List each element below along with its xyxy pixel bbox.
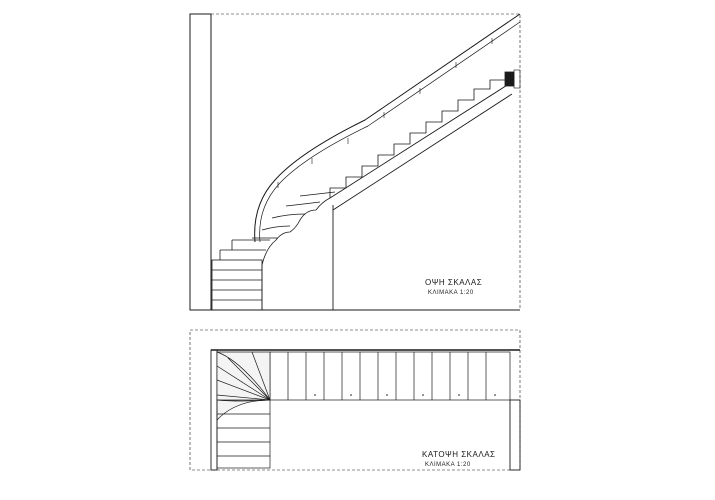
- stair-steps: [329, 79, 505, 198]
- elevation-scale: ΚΛΙΜΑΚΑ 1:20: [428, 290, 474, 296]
- plan-scale: ΚΛΙΜΑΚΑ 1:20: [425, 462, 471, 468]
- left-wall: [189, 13, 212, 311]
- plan-winders: [216, 351, 271, 421]
- plan-view: [189, 329, 521, 471]
- handrail-inner: [259, 21, 521, 243]
- elevation-dashed-outline: [211, 13, 521, 310]
- top-landing-block: [504, 71, 515, 87]
- plan-title: ΚΑΤΟΨΗ ΣΚΑΛΑΣ: [422, 450, 496, 459]
- elevation-view: [189, 13, 521, 311]
- plan-right-wall: [509, 399, 521, 471]
- winder-stringer: [261, 197, 331, 310]
- bottom-steps: [211, 239, 270, 311]
- elevation-title: ΟΨΗ ΣΚΑΛΑΣ: [425, 278, 483, 287]
- plan-treads: [269, 351, 511, 401]
- winder-treads: [252, 191, 336, 239]
- stair-stringer-bottom: [332, 93, 513, 211]
- handrail: [254, 13, 521, 243]
- handrail-brackets: [277, 38, 493, 188]
- plan-tread-markers: [314, 394, 496, 396]
- plan-lower-treads: [216, 399, 271, 469]
- top-landing-edge: [513, 69, 521, 89]
- plan-left-wall: [210, 349, 218, 471]
- stair-stringer-top: [329, 81, 513, 199]
